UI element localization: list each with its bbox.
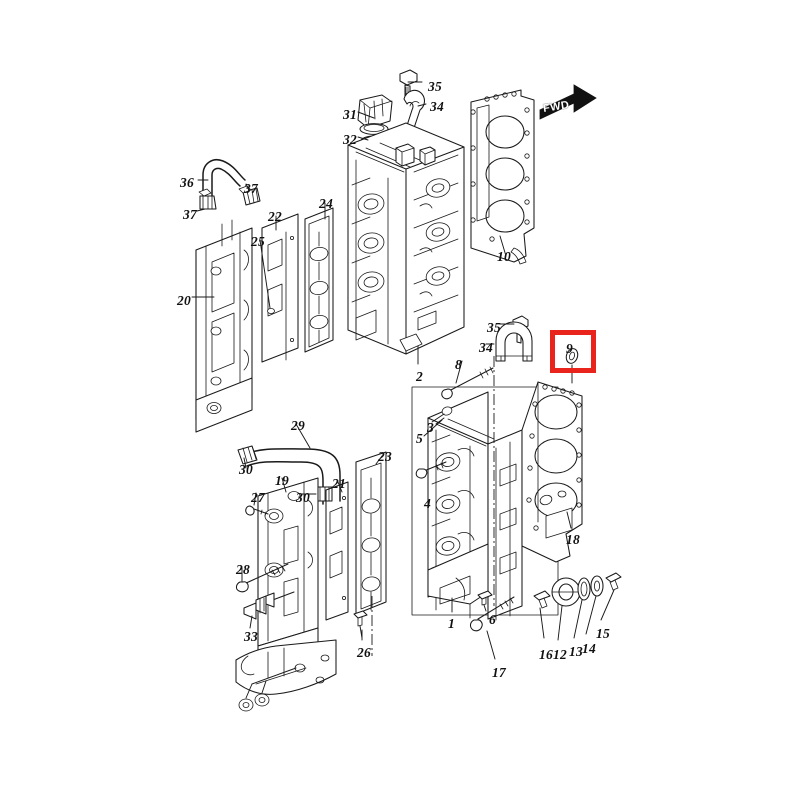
callout-plug: 5 xyxy=(416,431,423,446)
callout-cover-gasket-upper: 24 xyxy=(319,196,333,211)
callout-bolt-short: 6 xyxy=(489,612,496,627)
callout-gasket-small: 13 xyxy=(569,644,583,659)
callout-bolt-small: 16 xyxy=(539,647,553,662)
callout-cylinder-block: 1 xyxy=(448,616,455,631)
callout-thermostat-housing: 12 xyxy=(553,647,567,662)
callout-bolt: 27 xyxy=(251,490,265,505)
callout-bolt: 35 xyxy=(428,79,442,94)
callout-hose-clamp: 37 xyxy=(244,181,258,196)
part-bolt-4 xyxy=(415,461,447,479)
callout-gasket-plate: 21 xyxy=(332,476,346,491)
watermark-text xyxy=(168,57,264,71)
part-oil-filler-cap xyxy=(357,94,393,135)
callout-bolt: 4 xyxy=(424,496,431,511)
callout-long-bolt: 17 xyxy=(492,665,506,680)
part-hose-clamp-37-left xyxy=(198,188,217,210)
callout-lifting-hook: 34 xyxy=(479,340,493,355)
part-breather-hose-36 xyxy=(202,159,246,198)
callout-intake-cover: 19 xyxy=(275,473,289,488)
callout-bolt: 26 xyxy=(357,645,371,660)
callout-dowel-pin: 3 xyxy=(427,420,434,435)
callout-cover-gasket-lower: 23 xyxy=(378,449,392,464)
callout-side-cover: 20 xyxy=(177,293,191,308)
part-gasket-13 xyxy=(577,577,591,601)
part-bolt-28 xyxy=(235,563,289,593)
part-cylinder-head xyxy=(347,122,465,355)
callout-lifting-hook: 34 xyxy=(430,99,444,114)
highlight-box-callout-9 xyxy=(550,330,596,373)
callout-dowel-pin-small: 25 xyxy=(251,234,265,249)
part-washer-14 xyxy=(590,575,604,597)
part-lifting-hook-34-mid xyxy=(495,321,533,362)
callout-cover-plate: 18 xyxy=(566,532,580,547)
part-cover-gasket-23 xyxy=(355,451,387,615)
forward-direction-arrow: FWD xyxy=(536,88,594,124)
part-bolt-6 xyxy=(477,590,493,612)
part-gasket-plate-21 xyxy=(325,481,349,621)
callout-hose-clamp: 30 xyxy=(239,462,253,477)
part-cluster-12-16 xyxy=(533,572,622,641)
forward-direction-arrow-shape xyxy=(539,84,597,120)
part-bolt-15 xyxy=(605,572,622,583)
part-sensor-33 xyxy=(243,591,295,629)
callout-breather-hose: 36 xyxy=(180,175,194,190)
part-pin-3-5 xyxy=(431,406,453,423)
callout-hose-clamp: 30 xyxy=(296,490,310,505)
part-bolt-16 xyxy=(533,590,551,601)
part-hose-clamp-30-left xyxy=(237,445,258,465)
part-long-bolt-17 xyxy=(469,596,515,660)
part-side-cover-20 xyxy=(195,219,253,433)
callout-head-gasket: 10 xyxy=(497,249,511,264)
callout-sensor: 33 xyxy=(244,629,258,644)
callout-cylinder-head: 2 xyxy=(416,369,423,384)
callout-bolt: 35 xyxy=(487,320,501,335)
part-stud-bolt-8 xyxy=(441,366,494,400)
fwd-label: FWD xyxy=(542,98,571,116)
callout-hose-clamp: 37 xyxy=(183,207,197,222)
part-cover-18 xyxy=(545,507,573,539)
leader-lines xyxy=(191,81,572,656)
callout-water-hose: 29 xyxy=(291,418,305,433)
callout-bolt-small: 15 xyxy=(596,626,610,641)
callout-cylinder-head-gasket-oring: 9 xyxy=(566,341,573,356)
callout-oil-filler-cap: 31 xyxy=(343,107,357,122)
part-cover-gasket-24 xyxy=(304,207,334,353)
part-bolt-27 xyxy=(245,505,269,517)
callout-o-ring: 32 xyxy=(343,132,357,147)
part-cylinder-block-1 xyxy=(411,381,583,621)
callout-bolt-long: 28 xyxy=(236,562,250,577)
part-gasket-plate-22 xyxy=(261,213,299,363)
part-dowel-25 xyxy=(267,307,275,314)
part-head-gasket-10 xyxy=(470,89,535,265)
callout-gasket-plate-upper: 22 xyxy=(268,209,282,224)
callout-washer: 14 xyxy=(582,641,596,656)
part-lower-manifold xyxy=(235,639,337,712)
part-bolt-26 xyxy=(353,610,368,639)
callout-stud-bolt: 8 xyxy=(455,357,462,372)
